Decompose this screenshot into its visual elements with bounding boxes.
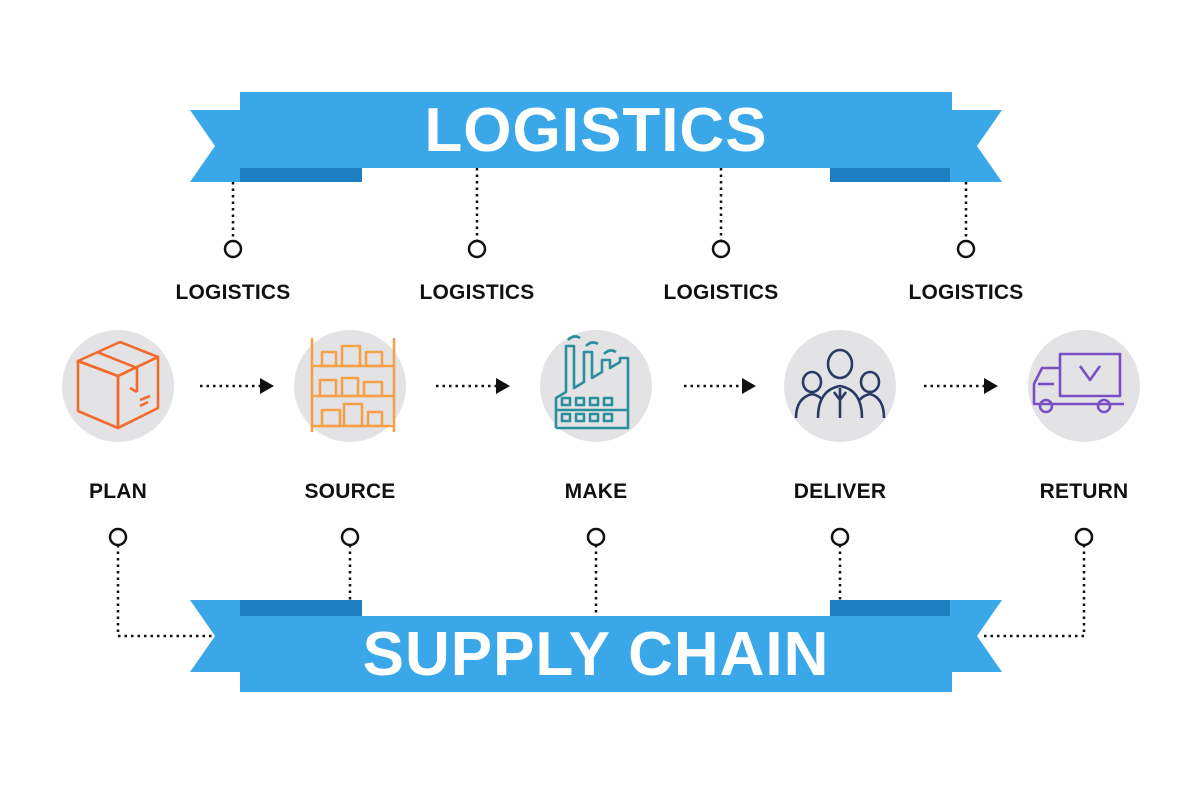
- shelves-icon: [294, 330, 406, 442]
- arrow-source-make: [436, 378, 510, 394]
- banner-fold-right: [830, 600, 950, 616]
- stage-icons: [62, 330, 1140, 442]
- connector-node: [586, 527, 606, 547]
- banner-tail-right: [950, 600, 1002, 672]
- truck-icon: [1028, 330, 1140, 442]
- logistics-label: LOGISTICS: [419, 281, 535, 304]
- connector-node: [830, 527, 850, 547]
- logistics-banner: [190, 92, 1002, 182]
- stage-label-source: SOURCE: [304, 480, 396, 503]
- supply-chain-banner: [190, 600, 1002, 692]
- stage-label-deliver: DELIVER: [793, 480, 887, 503]
- bottom-connectors: [108, 527, 1094, 638]
- arrow-plan-source: [200, 378, 274, 394]
- box-icon: [62, 330, 174, 442]
- banner-tail-left: [190, 110, 240, 182]
- logistics-label: LOGISTICS: [908, 281, 1024, 304]
- banner-fold-right: [830, 168, 950, 182]
- connector-node: [711, 239, 731, 259]
- stage-label-plan: PLAN: [89, 480, 147, 503]
- connector-node: [340, 527, 360, 547]
- connector-line: [116, 545, 212, 638]
- logistics-banner-title: LOGISTICS: [424, 96, 768, 165]
- connector-node: [223, 239, 243, 259]
- banner-fold-left: [240, 168, 362, 182]
- banner-fold-left: [240, 600, 362, 616]
- banner-body: [240, 92, 952, 168]
- connector-node: [467, 239, 487, 259]
- supply-chain-banner-title: SUPPLY CHAIN: [362, 620, 830, 689]
- arrow-deliver-return: [924, 378, 998, 394]
- connector-node: [956, 239, 976, 259]
- top-connectors: [223, 168, 976, 259]
- connector-node: [108, 527, 128, 547]
- connector-line: [980, 545, 1086, 638]
- logistics-label: LOGISTICS: [175, 281, 291, 304]
- arrow-make-deliver: [684, 378, 756, 394]
- banner-tail-left: [190, 600, 240, 672]
- flow-arrows: [200, 378, 998, 394]
- banner-tail-right: [950, 110, 1002, 182]
- connector-node: [1074, 527, 1094, 547]
- stage-label-make: MAKE: [564, 480, 628, 503]
- logistics-label: LOGISTICS: [663, 281, 779, 304]
- stage-label-return: RETURN: [1039, 480, 1129, 503]
- factory-icon: [540, 330, 652, 442]
- people-icon: [784, 330, 896, 442]
- banner-body: [240, 616, 952, 692]
